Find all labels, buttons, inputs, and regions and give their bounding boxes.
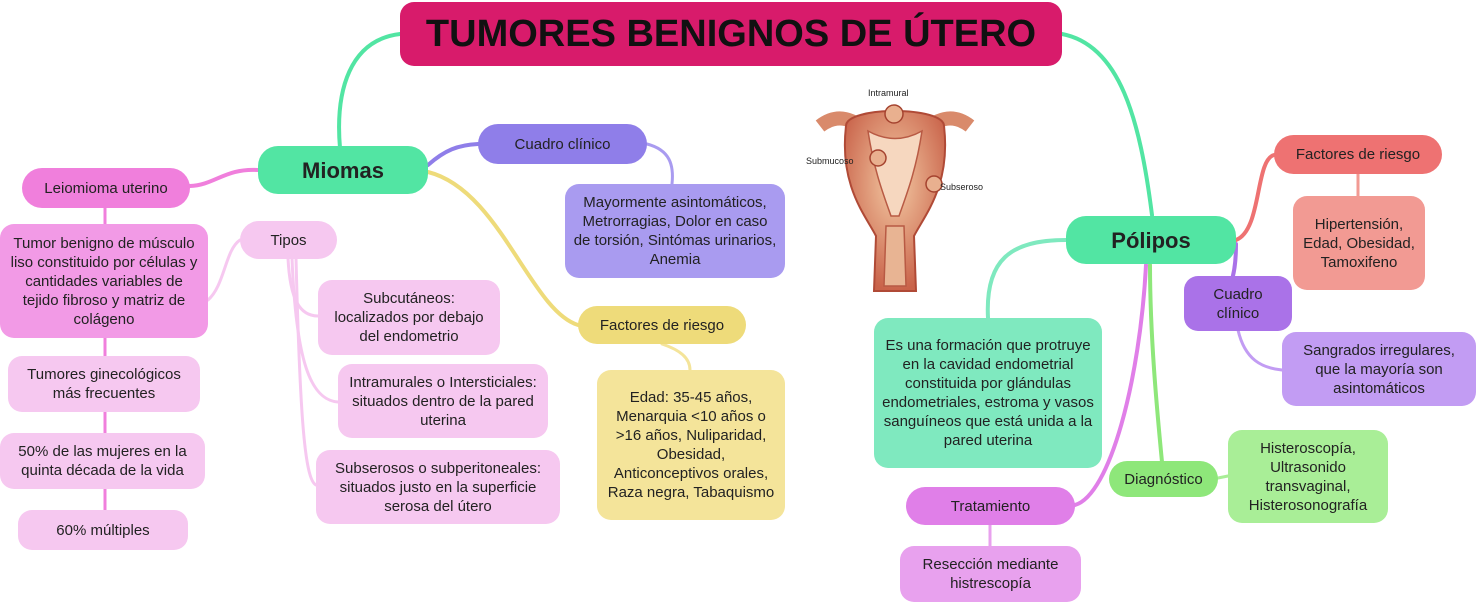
- tipos-node[interactable]: Tipos: [240, 221, 337, 259]
- link-diag-text: [1216, 474, 1230, 480]
- miomas-factores-riesgo-node[interactable]: Factores de riesgo: [578, 306, 746, 344]
- fibroid-intramural: [884, 104, 904, 124]
- link-title-polipos: [1060, 32, 1154, 217]
- uterus-illustration: Intramural Submucoso Subseroso: [806, 86, 984, 296]
- polipos-cuadro-clinico-text: Sangrados irregulares, que la mayoría so…: [1282, 332, 1476, 406]
- link-factores-text: [660, 342, 692, 372]
- tipo-intramural: Intramurales o Intersticiales: situados …: [338, 364, 548, 438]
- fibroid-submucoso: [869, 149, 887, 167]
- tratamiento-node[interactable]: Tratamiento: [906, 487, 1075, 525]
- leiomioma-fact-frequent: Tumores ginecológicos más frecuentes: [8, 356, 200, 412]
- polipos-factores-riesgo-node[interactable]: Factores de riesgo: [1274, 135, 1442, 174]
- link-tipos-2: [290, 256, 340, 404]
- diagnostico-node[interactable]: Diagnóstico: [1109, 461, 1218, 497]
- miomas-cuadro-clinico-node[interactable]: Cuadro clínico: [478, 124, 647, 164]
- link-tipos-3: [294, 256, 318, 487]
- link-miomas-cuadro: [426, 142, 480, 167]
- tipo-subcutaneo: Subcutáneos: localizados por debajo del …: [318, 280, 500, 355]
- link-polipos-definition: [985, 238, 1068, 320]
- leiomioma-node[interactable]: Leiomioma uterino: [22, 168, 190, 208]
- link-title-miomas: [337, 32, 402, 150]
- polipos-cuadro-clinico-node[interactable]: Cuadro clínico: [1184, 276, 1292, 331]
- link-polipos-diagnostico: [1148, 263, 1164, 464]
- link-polipos-factores: [1234, 153, 1276, 242]
- link-cuadro-text: [645, 142, 674, 186]
- link-polipos-tratamiento: [1073, 263, 1148, 507]
- tipo-subseroso: Subserosos o subperitoneales: situados j…: [316, 450, 560, 524]
- miomas-cuadro-clinico-text: Mayormente asintomáticos, Metrorragias, …: [565, 184, 785, 278]
- link-miomas-factores: [426, 170, 580, 327]
- miomas-node[interactable]: Miomas: [258, 146, 428, 194]
- label-intramural: Intramural: [868, 88, 909, 98]
- link-leiomioma-tipos: [206, 238, 242, 302]
- polipos-factores-riesgo-text: Hipertensión, Edad, Obesidad, Tamoxifeno: [1293, 196, 1425, 290]
- link-cuadro-pol-text: [1236, 328, 1284, 372]
- label-submucoso: Submucoso: [806, 156, 854, 166]
- page-title: TUMORES BENIGNOS DE ÚTERO: [400, 2, 1062, 66]
- label-subseroso: Subseroso: [940, 182, 983, 192]
- tratamiento-text: Resección mediante histrescopía: [900, 546, 1081, 602]
- miomas-factores-riesgo-text: Edad: 35-45 años, Menarquia <10 años o >…: [597, 370, 785, 520]
- leiomioma-fact-fifty: 50% de las mujeres en la quinta década d…: [0, 433, 205, 489]
- polipos-definition: Es una formación que protruye en la cavi…: [874, 318, 1102, 468]
- leiomioma-description: Tumor benigno de músculo liso constituid…: [0, 224, 208, 338]
- link-miomas-leiomioma: [188, 167, 260, 188]
- leiomioma-fact-multiple: 60% múltiples: [18, 510, 188, 550]
- diagnostico-text: Histeroscopía, Ultrasonido transvaginal,…: [1228, 430, 1388, 523]
- polipos-node[interactable]: Pólipos: [1066, 216, 1236, 264]
- fibroid-subseroso: [925, 175, 943, 193]
